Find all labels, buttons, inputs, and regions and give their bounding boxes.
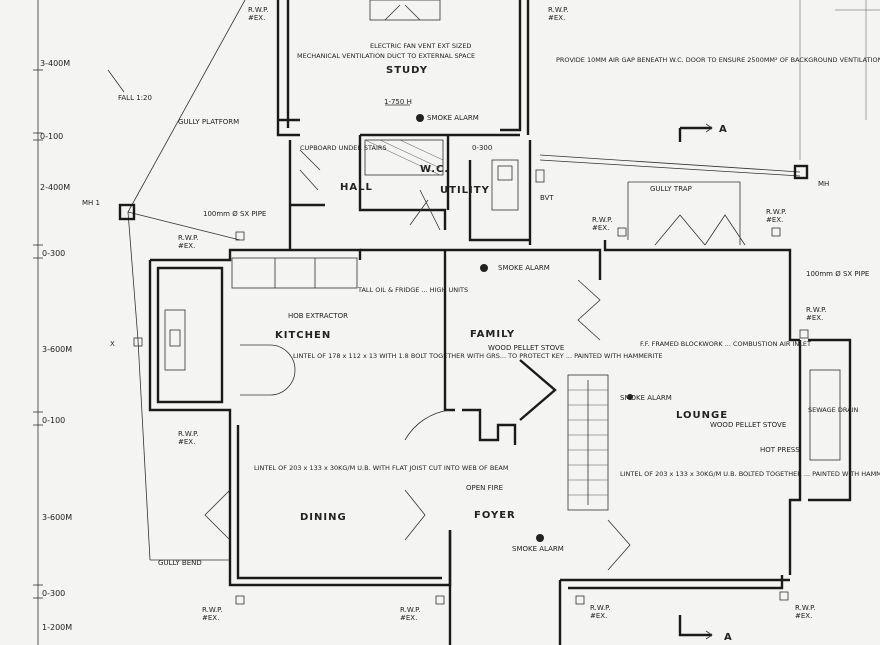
room-label-lounge: LOUNGE (676, 410, 728, 421)
pipe-note: 100mm Ø SX PIPE (806, 270, 869, 278)
dining-lintel-note: LINTEL OF 203 x 133 x 30KG/M U.B. WITH F… (254, 464, 508, 472)
foyer: OPEN FIRE FOYER SMOKE ALARM A R.W.P. #EX… (448, 484, 816, 645)
manhole-label: MH 1 (82, 199, 100, 207)
stair-note: CUPBOARD UNDER STAIRS (300, 144, 387, 152)
room-label-foyer: FOYER (474, 510, 516, 521)
hob-extractor-label: HOB EXTRACTOR (288, 312, 348, 320)
lounge-lintel-note: LINTEL OF 203 x 133 x 30KG/M U.B. BOLTED… (620, 470, 880, 478)
smoke-alarm-label: SMOKE ALARM (498, 264, 550, 272)
rwp-label-sub: #EX. (248, 14, 265, 22)
hot-press-label: HOT PRESS (760, 446, 800, 454)
mech-vent-note: MECHANICAL VENTILATION DUCT TO EXTERNAL … (297, 52, 475, 60)
downpipe-markers (133, 169, 809, 605)
dimension-label: 0-100 (42, 416, 65, 425)
gully-label: X (110, 340, 115, 348)
smoke-alarm-label: SMOKE ALARM (427, 114, 479, 122)
dimension-note: 0-300 (472, 144, 492, 152)
dimension-label: 3-600M (42, 345, 72, 354)
rwp-label: R.W.P. (178, 430, 199, 438)
room-label-study: STUDY (386, 65, 428, 76)
rwp-label-sub: #EX. (178, 242, 195, 250)
dimension-label: 0-300 (42, 249, 65, 258)
stove-label: WOOD PELLET STOVE (710, 421, 786, 429)
section-arrow-a: A (724, 632, 733, 643)
sub-note: SEWAGE DRAIN (808, 406, 858, 414)
rwp-label-sub: #EX. (590, 612, 607, 620)
rwp-label: R.W.P. (548, 6, 569, 14)
rwp-label: R.W.P. (795, 604, 816, 612)
lounge-note: F.F. FRAMED BLOCKWORK ... COMBUSTION AIR… (640, 340, 811, 348)
room-label-kitchen: KITCHEN (275, 330, 331, 341)
kitchen-units-note: TALL OIL & FRIDGE ... HIGH UNITS (357, 286, 468, 294)
pipe-note: 100mm Ø SX PIPE (203, 210, 266, 218)
rwp-label-sub: #EX. (766, 216, 783, 224)
rwp-label-sub: #EX. (592, 224, 609, 232)
hall-wc-utility: CUPBOARD UNDER STAIRS HALL W.C. UTILITY … (288, 133, 554, 250)
gully-platform-label: GULLY PLATFORM (178, 118, 239, 126)
smoke-alarm-label: SMOKE ALARM (512, 545, 564, 553)
rwp-label: R.W.P. (400, 606, 421, 614)
rwp-label: R.W.P. (202, 606, 223, 614)
room-label-hall: HALL (340, 182, 373, 193)
dimension-label: 1-200M (42, 623, 72, 632)
dimension-label: 0-100 (40, 132, 63, 141)
dimension-label: 2-400M (40, 183, 70, 192)
study-block: ELECTRIC FAN VENT EXT SIZED MECHANICAL V… (248, 0, 880, 142)
manhole-label: MH (818, 180, 829, 188)
section-arrow-a: A (719, 124, 728, 135)
fall-label: FALL 1:20 (118, 94, 152, 102)
rwp-label-sub: #EX. (806, 314, 823, 322)
ventilation-note: PROVIDE 10MM AIR GAP BENEATH W.C. DOOR T… (556, 56, 880, 64)
staircase (567, 374, 609, 511)
rwp-label: R.W.P. (248, 6, 269, 14)
rwp-label: R.W.P. (178, 234, 199, 242)
window-opening-label: 1-750 H (384, 98, 412, 106)
dimension-label: 3-600M (42, 513, 72, 522)
rwp-label-sub: #EX. (400, 614, 417, 622)
dining: LINTEL OF 203 x 133 x 30KG/M U.B. WITH F… (202, 409, 508, 622)
rwp-label-sub: #EX. (178, 438, 195, 446)
gully-bend-label: GULLY BEND (158, 559, 202, 567)
family: SMOKE ALARM FAMILY WOOD PELLET STOVE (360, 248, 602, 445)
room-label-utility: UTILITY (440, 185, 490, 196)
stove-label: WOOD PELLET STOVE (488, 344, 564, 352)
drainage-lines: MH 1 MH FALL 1:20 GULLY PLATFORM 100mm Ø… (82, 0, 869, 567)
rwp-label-sub: #EX. (548, 14, 565, 22)
ext-fan-note: ELECTRIC FAN VENT EXT SIZED (370, 42, 471, 50)
lounge: F.F. FRAMED BLOCKWORK ... COMBUSTION AIR… (592, 181, 880, 575)
rwp-label: R.W.P. (592, 216, 613, 224)
room-label-dining: DINING (300, 512, 347, 523)
bvt-label: BVT (540, 194, 554, 202)
gully-trap-label: GULLY TRAP (650, 185, 692, 193)
kitchen-lintel-note: LINTEL OF 178 x 112 x 13 WITH 1.8 BOLT T… (293, 352, 662, 360)
room-label-wc: W.C. (420, 164, 449, 175)
left-dimension-chain: 3-400M 0-100 2-400M 0-300 3-600M 0-100 3… (33, 0, 72, 645)
room-label-family: FAMILY (470, 329, 515, 340)
dimension-label: 3-400M (40, 59, 70, 68)
kitchen: HOB EXTRACTOR KITCHEN TALL OIL & FRIDGE … (148, 234, 662, 446)
rwp-label: R.W.P. (806, 306, 827, 314)
smoke-alarm-label: SMOKE ALARM (620, 394, 672, 402)
rwp-label-sub: #EX. (202, 614, 219, 622)
rwp-label-sub: #EX. (795, 612, 812, 620)
rwp-label: R.W.P. (766, 208, 787, 216)
rwp-label: R.W.P. (590, 604, 611, 612)
dimension-label: 0-300 (42, 589, 65, 598)
open-fire-label: OPEN FIRE (466, 484, 503, 492)
